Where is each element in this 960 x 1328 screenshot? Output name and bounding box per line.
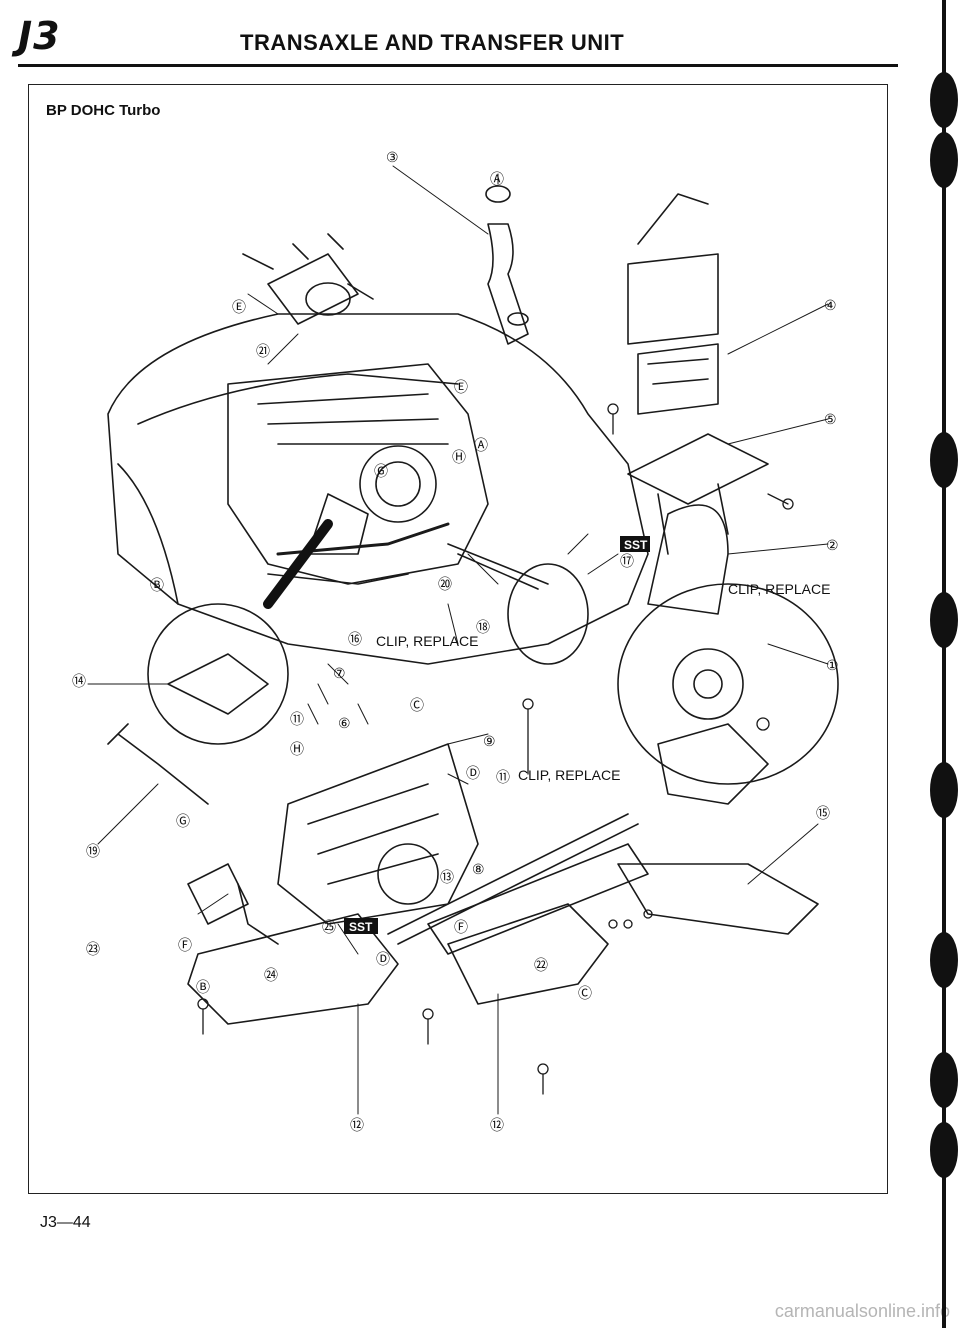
ref-B2: Ⓑ — [196, 979, 210, 995]
battery-assembly — [627, 193, 769, 555]
transaxle — [277, 743, 479, 925]
sst-badge-1: SST — [620, 536, 650, 552]
splash-shield — [647, 504, 729, 615]
ref-G2: Ⓖ — [176, 813, 190, 829]
binder-hole-6 — [930, 932, 958, 988]
ref-C1: Ⓒ — [410, 697, 424, 713]
engine-assembly — [227, 363, 489, 585]
leader-lines — [87, 165, 829, 1115]
callout-11a: ⑪ — [290, 711, 304, 727]
callout-17: ⑰ — [620, 553, 634, 569]
car-body-outline — [107, 313, 649, 665]
binder-edge — [930, 0, 958, 1328]
ref-A2: Ⓐ — [474, 437, 488, 453]
propeller-shaft — [387, 813, 639, 945]
ref-F2: Ⓕ — [178, 937, 192, 953]
engine-mount — [187, 863, 249, 925]
note-clip-replace-3: CLIP, REPLACE — [518, 767, 620, 783]
callout-14: ⑭ — [72, 673, 86, 689]
binder-hole-8 — [930, 1122, 958, 1178]
drive-shaft — [447, 543, 549, 590]
ref-B1: Ⓑ — [150, 577, 164, 593]
callout-18: ⑱ — [476, 619, 490, 635]
ref-C2: Ⓒ — [578, 985, 592, 1001]
callout-24: ㉔ — [264, 967, 278, 983]
callout-15: ⑮ — [816, 805, 830, 821]
callout-13: ⑬ — [440, 869, 454, 885]
callout-16: ⑯ — [348, 631, 362, 647]
ref-A1: Ⓐ — [490, 171, 504, 187]
ref-G1: Ⓖ — [374, 463, 388, 479]
ref-H2: Ⓗ — [290, 741, 304, 757]
ref-H1: Ⓗ — [452, 449, 466, 465]
speedometer-cable — [237, 883, 279, 945]
callout-25: ㉕ — [322, 919, 336, 935]
transfer-carrier — [427, 843, 649, 955]
binder-hole-2 — [930, 132, 958, 188]
sst-badge-2: SST — [344, 918, 378, 934]
rear-differential — [657, 723, 769, 805]
ref-F1: Ⓕ — [454, 919, 468, 935]
page-title: TRANSAXLE AND TRANSFER UNIT — [240, 30, 625, 55]
exploded-view-diagram: ③ ④ ⑤ ② ① ㉑ ⑰ ⑳ ⑯ ⑱ ⑭ ⑦ ⑪ ⑥ ⑨ ⑪ ⑮ ⑲ ⑧ ⑬ … — [72, 149, 839, 1133]
callout-23: ㉓ — [86, 941, 100, 957]
callout-12a: ⑫ — [350, 1117, 364, 1133]
stabilizer-link — [107, 723, 209, 805]
callout-21: ㉑ — [256, 343, 270, 359]
brake-disc — [507, 563, 589, 665]
callout-4: ④ — [824, 297, 837, 313]
note-clip-replace-2: CLIP, REPLACE — [376, 633, 478, 649]
bolts — [197, 403, 794, 1095]
ref-E2: Ⓔ — [454, 379, 468, 395]
callout-8: ⑧ — [472, 861, 485, 877]
callout-1: ① — [826, 657, 839, 673]
spare-wheel — [617, 583, 839, 785]
starter-motor — [242, 233, 374, 325]
page-number: J3—44 — [40, 1214, 91, 1231]
callout-7: ⑦ — [333, 665, 346, 681]
detail-inset — [147, 519, 333, 745]
binder-hole-4 — [930, 592, 958, 648]
exhaust-pipe — [276, 522, 450, 556]
binder-hole-7 — [930, 1052, 958, 1108]
note-clip-replace-1: CLIP, REPLACE — [728, 581, 830, 597]
callout-2: ② — [826, 537, 839, 553]
svg-text:SST: SST — [349, 920, 373, 934]
variant-label: BP DOHC Turbo — [46, 102, 161, 119]
ref-D2: Ⓓ — [376, 951, 390, 967]
undercover-left — [187, 913, 399, 1025]
svg-text:SST: SST — [624, 538, 648, 552]
binder-hole-1 — [930, 72, 958, 128]
watermark: carmanualsonline.info — [774, 1301, 950, 1321]
undercover-right — [447, 903, 609, 1005]
callout-5: ⑤ — [824, 411, 837, 427]
callout-11b: ⑪ — [496, 769, 510, 785]
crossmember — [617, 863, 819, 935]
callout-3: ③ — [386, 149, 399, 165]
binder-hole-5 — [930, 762, 958, 818]
diagram-frame — [28, 84, 888, 1194]
callout-12b: ⑫ — [490, 1117, 504, 1133]
section-code: J3 — [18, 14, 61, 58]
callout-19: ⑲ — [86, 843, 100, 859]
header-rule — [18, 64, 898, 67]
ref-D1: Ⓓ — [466, 765, 480, 781]
callout-6: ⑥ — [338, 715, 351, 731]
callout-20: ⑳ — [438, 576, 452, 592]
ref-E1: Ⓔ — [232, 299, 246, 315]
callout-22: ㉒ — [534, 957, 548, 973]
intake-pipe — [485, 185, 529, 345]
binder-hole-3 — [930, 432, 958, 488]
callout-9: ⑨ — [483, 733, 496, 749]
